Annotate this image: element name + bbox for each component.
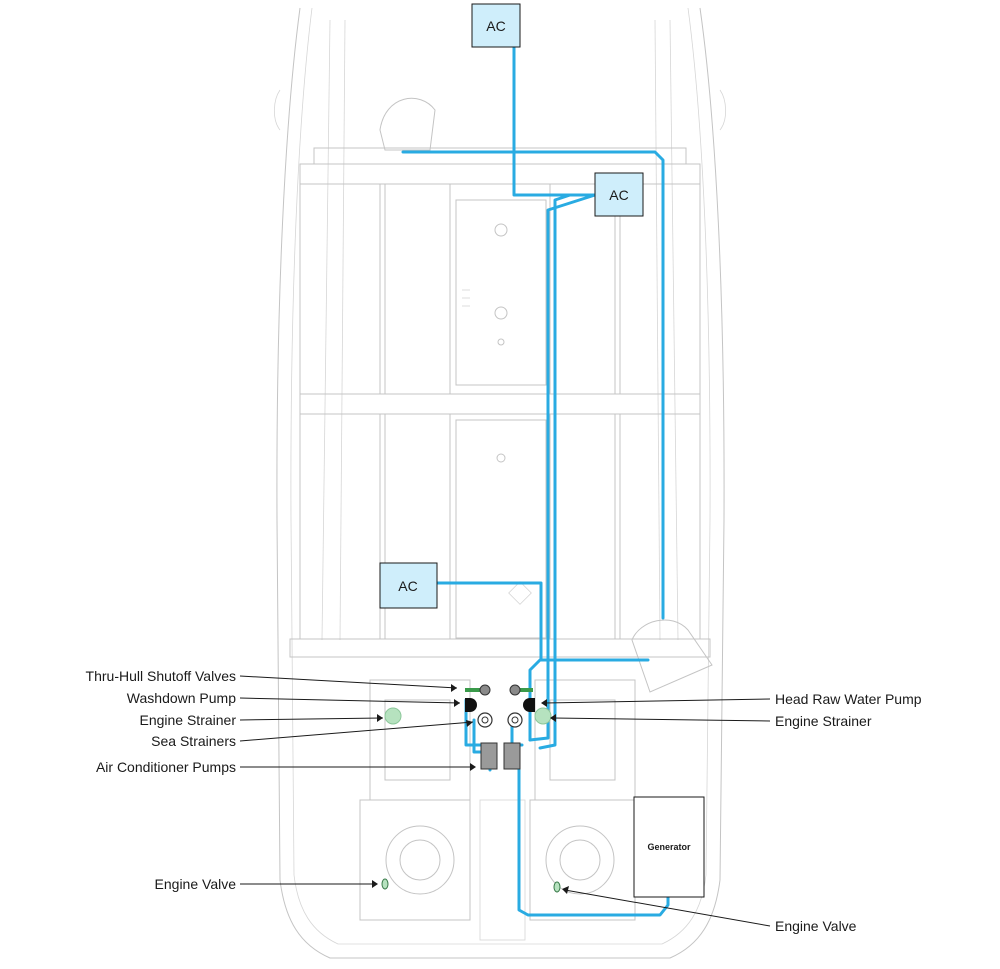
arrowhead-icon [541,699,547,707]
arrowhead-icon [377,714,383,722]
arrowhead-icon [562,886,569,894]
pipe-generator-run [517,763,670,917]
right-callouts: Head Raw Water Pump Engine Strainer Engi… [775,691,922,934]
leader-sea-strainers [239,721,474,742]
arrowhead-icon [550,714,556,722]
arrowhead-icon [372,880,378,888]
ac-pump-starboard-icon [503,742,521,770]
thru-hull-valve-starboard-icon [517,688,533,692]
label-ac-pumps: Air Conditioner Pumps [96,759,236,775]
arrowhead-icon [454,699,460,707]
head-raw-water-pump-icon [523,698,535,712]
leader-lines [239,675,771,927]
label-engine-valve-right: Engine Valve [775,918,857,934]
pipe-ac-mid-feed-a [538,193,572,750]
leader-engine-strainer-right [552,717,771,722]
left-callouts: Thru-Hull Shutoff Valves Washdown Pump E… [86,668,237,892]
ac-unit-low-box [379,562,438,609]
generator-label: Generator [647,842,691,852]
thru-hull-valve-starboard-body-icon [509,684,521,696]
ac-unit-mid-box [594,172,644,217]
leader-head-pump [544,698,771,704]
ac-unit-mid: AC [594,172,644,217]
engine-valve-port-icon [381,878,389,890]
leader-engine-strainer-left [239,717,384,721]
ac-unit-top-label: AC [486,18,505,34]
generator: Generator [633,796,705,898]
pipe-ac-top-to-ac-mid [512,45,597,197]
ac-unit-mid-label: AC [609,187,628,203]
engine-strainer-starboard-icon [534,707,552,725]
leader-thru-hull [239,675,458,689]
components [381,684,561,893]
washdown-pump-icon [465,698,477,712]
thru-hull-valve-port-icon [465,688,481,692]
arrowhead-icon [470,763,476,771]
label-engine-strainer-right: Engine Strainer [775,713,872,729]
label-washdown-pump: Washdown Pump [127,690,236,706]
ac-unit-low-label: AC [398,578,417,594]
label-engine-strainer-left: Engine Strainer [139,712,236,728]
generator-box [633,796,705,898]
hull-outline [273,7,727,959]
ac-unit-top-box [471,3,521,48]
arrowhead-icon [451,684,457,692]
sea-strainer-port-inner-icon [481,716,489,724]
leader-engine-valve-right [564,889,771,927]
thru-hull-valve-port-body-icon [479,684,491,696]
label-head-raw-water-pump: Head Raw Water Pump [775,691,922,707]
pipe-main-starboard [401,150,665,620]
leader-washdown [239,697,461,704]
ac-unit-top: AC [471,3,521,48]
ac-unit-low: AC [379,562,438,609]
ac-pump-port-icon [480,742,498,770]
sea-strainer-port-icon [477,712,493,728]
engine-strainer-port-icon [384,707,402,725]
engine-valve-starboard-icon [553,881,561,893]
sea-strainer-starboard-inner-icon [511,716,519,724]
pipe-ac-low-feed [435,581,543,662]
arrowhead-icon [466,720,473,727]
pipe-ac-mid-feed-b [528,193,597,742]
label-engine-valve-left: Engine Valve [155,876,237,892]
sea-strainer-starboard-icon [507,712,523,728]
label-sea-strainers: Sea Strainers [151,733,236,749]
label-thru-hull-valves: Thru-Hull Shutoff Valves [86,668,236,684]
